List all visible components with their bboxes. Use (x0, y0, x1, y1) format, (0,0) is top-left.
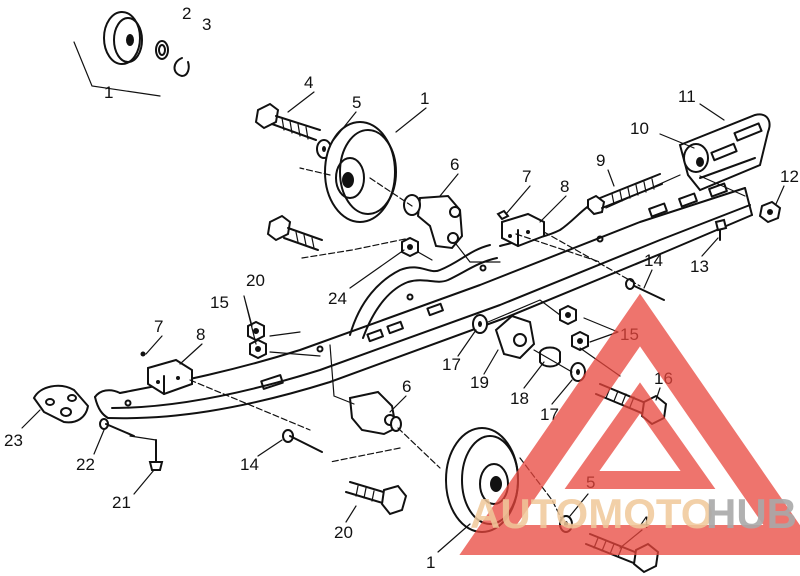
pin-14-upper (625, 278, 665, 301)
label-22: 22 (76, 455, 95, 474)
pin-14-lower (282, 429, 323, 453)
axle-bracket-upper (403, 194, 464, 250)
idler-wheel-upper (324, 121, 397, 223)
label-1: 1 (420, 89, 429, 108)
label-14: 14 (644, 251, 663, 270)
nut-12 (758, 200, 782, 224)
screw-21 (148, 439, 164, 471)
axle-bracket-lower (348, 390, 402, 436)
label-21: 21 (112, 493, 131, 512)
label-23: 23 (4, 431, 23, 450)
screw-13 (714, 218, 728, 241)
nuts-15-right (559, 304, 589, 352)
label-24: 24 (328, 289, 347, 308)
watermark-brand-a: AUTOMOTO (470, 490, 713, 537)
label-7: 7 (154, 317, 163, 336)
block-8-upper (496, 209, 545, 248)
label-12: 12 (780, 167, 799, 186)
label-14: 14 (240, 455, 259, 474)
bolt-upper (254, 102, 332, 159)
label-8: 8 (196, 325, 205, 344)
adjuster-plate-11 (678, 113, 771, 192)
label-15: 15 (210, 293, 229, 312)
label-18: 18 (510, 389, 529, 408)
label-1: 1 (426, 553, 435, 572)
bolt-20-upper (266, 214, 323, 251)
label-3: 3 (202, 15, 211, 34)
label-20: 20 (246, 271, 265, 290)
front-bracket-23 (32, 384, 90, 424)
block-8-lower (140, 351, 193, 396)
label-8: 8 (560, 177, 569, 196)
label-20: 20 (334, 523, 353, 542)
label-2: 2 (182, 4, 191, 23)
slide-rail (94, 182, 753, 420)
label-5: 5 (352, 93, 361, 112)
label-13: 13 (690, 257, 709, 276)
nuts-15-left (247, 320, 267, 360)
label-4: 4 (640, 513, 649, 532)
watermark-logo: AUTOMOTO HUB (459, 293, 800, 555)
watermark-brand-b: HUB (706, 490, 797, 537)
label-9: 9 (596, 151, 605, 170)
leader-lines (129, 167, 746, 521)
label-4: 4 (304, 73, 313, 92)
label-1: 1 (104, 83, 113, 102)
label-11: 11 (678, 87, 696, 106)
label-10: 10 (630, 119, 649, 138)
label-19: 19 (470, 373, 489, 392)
pin-22 (99, 418, 135, 437)
label-7: 7 (522, 167, 531, 186)
nut-24 (401, 236, 433, 261)
bolt-20-lower (345, 481, 408, 516)
label-6: 6 (402, 377, 411, 396)
label-leaders (21, 91, 785, 553)
label-17: 17 (442, 355, 461, 374)
wheel-detail (73, 11, 190, 97)
label-6: 6 (450, 155, 459, 174)
